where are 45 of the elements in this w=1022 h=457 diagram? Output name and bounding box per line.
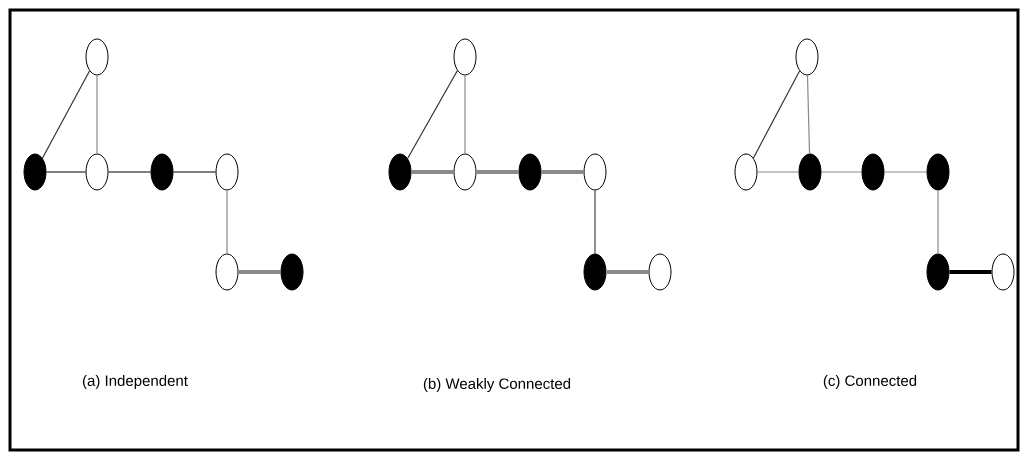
graph-edge (541, 170, 584, 174)
graph-edge (752, 70, 801, 159)
filled-vertex (388, 153, 412, 191)
graph-edge (238, 270, 281, 274)
graph-vertex (734, 153, 758, 191)
filled-vertex (926, 253, 950, 291)
graph-edge (883, 171, 928, 173)
graph-edge (107, 171, 152, 173)
graph-vertex (453, 153, 477, 191)
graph-vertex (795, 38, 819, 76)
graph-edge (820, 171, 863, 173)
filled-vertex (280, 253, 304, 291)
filled-vertex (150, 153, 174, 191)
graph-vertex (85, 38, 109, 76)
graph-edge (476, 170, 519, 174)
graph-edge (756, 171, 800, 173)
graph-vertex (215, 153, 239, 191)
graph-edge (407, 70, 458, 159)
graph-vertex (85, 153, 109, 191)
graph-edge (937, 189, 939, 255)
filled-vertex (518, 153, 542, 191)
filled-vertex (861, 153, 885, 191)
graph-edge (226, 189, 228, 255)
panel-caption: (c) Connected (823, 375, 917, 389)
filled-vertex (583, 253, 607, 291)
graph-edge (949, 270, 992, 274)
graph-edge (96, 74, 98, 155)
graph-vertex (648, 253, 672, 291)
graph-edge (411, 170, 454, 174)
filled-vertex (798, 153, 822, 191)
graph-vertex (215, 253, 239, 291)
graph-vertex (583, 153, 607, 191)
graph-edge (464, 74, 466, 155)
graph-vertex (991, 253, 1015, 291)
graph-edge (594, 189, 596, 255)
graph-edge (172, 171, 217, 173)
filled-vertex (926, 153, 950, 191)
filled-vertex (23, 153, 47, 191)
graph-vertex (453, 38, 477, 76)
graph-edge (45, 171, 87, 173)
graph-edge (606, 270, 649, 274)
panel-caption: (a) Independent (83, 375, 188, 389)
panel-caption: (b) Weakly Connected (423, 378, 571, 392)
graph-edge (806, 74, 811, 155)
graph-edge (41, 70, 91, 159)
